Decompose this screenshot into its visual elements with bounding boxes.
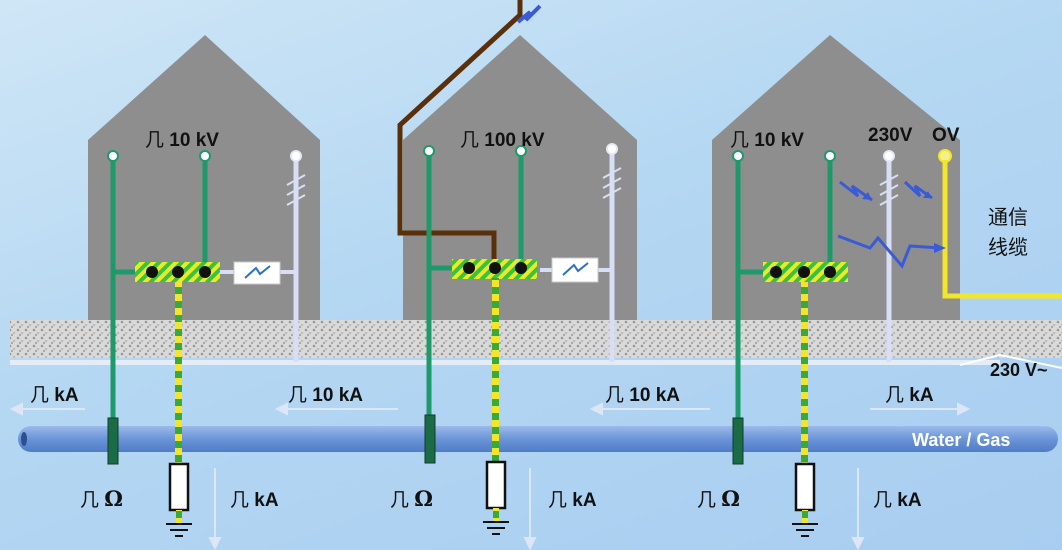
mains-current-3: 几 10 kA xyxy=(605,380,680,407)
lightning-conductor xyxy=(397,0,523,268)
earth-electrode-1 xyxy=(166,462,192,537)
current-arrows xyxy=(9,402,971,550)
current-value: kA xyxy=(572,490,597,511)
pe-conductor-3 xyxy=(801,282,808,464)
terminal-1b xyxy=(199,150,211,162)
earth-electrode-3 xyxy=(792,462,818,537)
building-1-earth-current: 几 kA xyxy=(230,485,279,512)
earth-rod-1 xyxy=(107,417,119,465)
voltage-value: 10 kV xyxy=(169,130,219,151)
building-2-earth-current: 几 kA xyxy=(548,485,597,512)
building-2-resistance: 几 Ω xyxy=(390,485,433,512)
earth-rod-2 xyxy=(424,414,436,464)
building-2-voltage: 几 100 kV xyxy=(460,125,545,152)
voltage-prefix: 几 xyxy=(145,129,165,151)
current-value: kA xyxy=(54,385,79,406)
lightning-strike-icon xyxy=(516,4,542,24)
soil-layer xyxy=(10,320,1062,358)
current-prefix: 几 xyxy=(548,489,568,511)
building-1-resistance: 几 Ω xyxy=(80,485,123,512)
terminal-230v xyxy=(883,150,895,162)
water-gas-pipe xyxy=(18,426,1058,452)
mains-current-2: 几 10 kA xyxy=(288,380,363,407)
resistance-unit: Ω xyxy=(104,486,123,511)
current-prefix: 几 xyxy=(873,489,893,511)
comm-cable-label: 通信 线缆 xyxy=(988,202,1028,262)
earth-electrode-2 xyxy=(483,460,509,535)
resistance-unit: Ω xyxy=(414,486,433,511)
current-prefix: 几 xyxy=(885,384,905,406)
voltage-prefix: 几 xyxy=(730,129,750,151)
current-prefix: 几 xyxy=(30,384,50,406)
comm-cable-label-line2: 线缆 xyxy=(988,235,1028,259)
phase-line-3 xyxy=(879,157,899,362)
building-3-earth-current: 几 kA xyxy=(873,485,922,512)
building-3 xyxy=(712,35,960,322)
current-prefix: 几 xyxy=(605,384,625,406)
current-value: kA xyxy=(254,490,279,511)
resistance-prefix: 几 xyxy=(390,489,410,511)
surge-arrester-2 xyxy=(551,257,599,283)
voltage-value: 100 kV xyxy=(484,130,545,151)
voltage-value: 10 kV xyxy=(754,130,804,151)
surge-arrester-1 xyxy=(233,261,281,285)
mains-line-end xyxy=(959,353,1062,369)
terminal-2a xyxy=(423,145,435,157)
mains-voltage-label: 230 V~ xyxy=(990,360,1048,380)
resistance-unit: Ω xyxy=(721,486,740,511)
pe-conductor-1 xyxy=(175,282,182,464)
building-3-voltage: 几 10 kV xyxy=(730,125,804,152)
pipe-label: Water / Gas xyxy=(912,430,1011,450)
terminal-1a xyxy=(107,150,119,162)
current-prefix: 几 xyxy=(230,489,250,511)
terminal-3a xyxy=(732,150,744,162)
neutral-terminal-label: OV xyxy=(932,125,960,146)
current-value: kA xyxy=(909,385,934,406)
current-value: 10 kA xyxy=(629,385,680,406)
current-value: 10 kA xyxy=(312,385,363,406)
voltage-prefix: 几 xyxy=(460,129,480,151)
current-value: kA xyxy=(897,490,922,511)
comm-cable xyxy=(942,160,1062,299)
spark-icons xyxy=(837,180,941,269)
mains-current-1: 几 kA xyxy=(30,380,79,407)
current-prefix: 几 xyxy=(288,384,308,406)
earth-rod-3 xyxy=(732,417,744,465)
mains-current-4: 几 kA xyxy=(885,380,934,407)
pe-conductor-2 xyxy=(492,278,499,462)
resistance-prefix: 几 xyxy=(80,489,100,511)
resistance-prefix: 几 xyxy=(697,489,717,511)
mains-line xyxy=(10,360,1000,365)
terminal-3b xyxy=(824,150,836,162)
building-1-voltage: 几 10 kV xyxy=(145,125,219,152)
building-3-resistance: 几 Ω xyxy=(697,485,740,512)
bonding-points xyxy=(146,262,836,278)
phase-terminal-label: 230V xyxy=(868,125,913,146)
terminal-2b xyxy=(515,145,527,157)
comm-cable-label-line1: 通信 xyxy=(988,205,1028,229)
